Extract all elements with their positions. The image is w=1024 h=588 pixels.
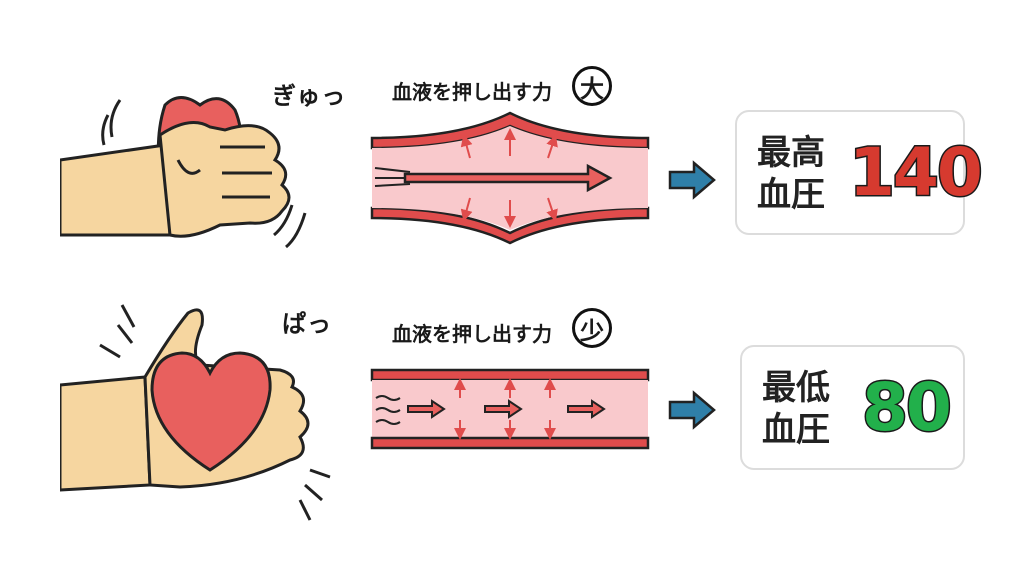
large-badge: 大 <box>572 66 612 106</box>
diastolic-value: 80 <box>861 368 954 448</box>
diastolic-label-line1: 最低 <box>762 368 830 408</box>
systolic-value: 140 <box>848 133 985 213</box>
release-sound-text: ぱっ <box>282 310 332 338</box>
fist-squeezing-heart-icon <box>60 96 307 249</box>
open-hand-heart-icon <box>60 304 331 521</box>
squeeze-sound-text: ぎゅっ <box>272 82 347 110</box>
bottom-caption: 血液を押し出す力 <box>392 322 552 346</box>
systolic-label-line1: 最高 <box>757 133 825 173</box>
systolic-card: 最高 血圧 140 <box>735 110 984 235</box>
small-badge: 少 <box>572 308 612 348</box>
diastolic-label-line2: 血圧 <box>762 410 830 450</box>
diastolic-card: 最低 血圧 80 <box>740 345 965 470</box>
arrow-right-icon <box>668 160 716 200</box>
arrow-right-icon <box>668 390 716 430</box>
systolic-label-line2: 血圧 <box>757 175 825 215</box>
top-caption: 血液を押し出す力 <box>392 80 552 104</box>
expanded-vessel-diagram <box>370 111 650 245</box>
relaxed-vessel-diagram <box>370 368 650 450</box>
